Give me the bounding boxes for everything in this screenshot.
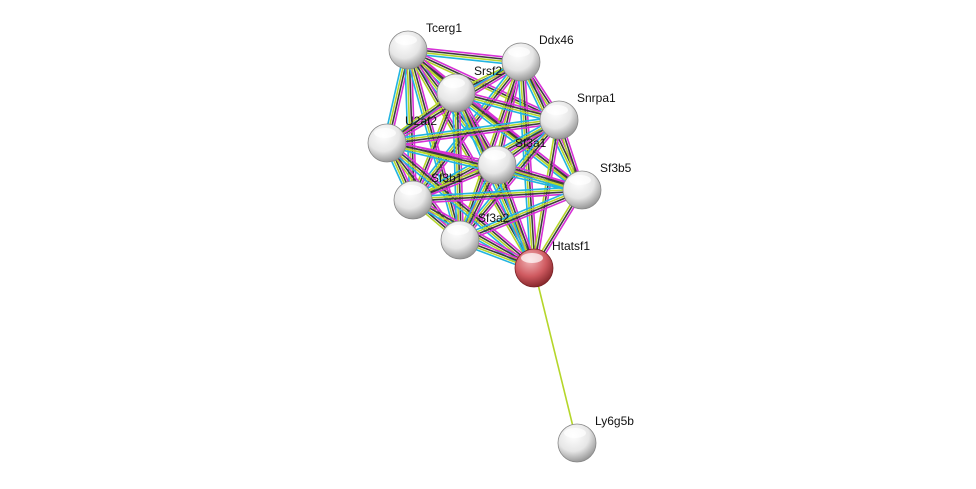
- node-sf3a2[interactable]: Sf3a2: [440, 211, 510, 260]
- edge-line: [454, 93, 582, 192]
- edge-line: [451, 93, 458, 241]
- edge-line: [533, 267, 578, 444]
- edge-line: [385, 143, 534, 270]
- edge-line: [387, 122, 560, 148]
- edge-line: [460, 190, 583, 242]
- edge-Sf3b5-Sf3b1[interactable]: [412, 185, 583, 205]
- edge-line: [456, 92, 462, 240]
- node-highlight: [546, 105, 568, 115]
- edge-line: [454, 93, 460, 241]
- edge-line: [388, 139, 537, 267]
- nodes-layer: Tcerg1Ddx46Srsf2Snrpa1U2af2Sf3a1Sf3b5Sf3…: [367, 21, 634, 463]
- node-highlight: [484, 150, 506, 160]
- edge-line: [407, 49, 560, 121]
- edge-line: [521, 61, 536, 268]
- node-sf3a1[interactable]: Sf3a1: [477, 136, 547, 185]
- node-label: Htatsf1: [552, 239, 590, 253]
- edge-line: [458, 186, 582, 238]
- edge-line: [516, 62, 532, 269]
- edge-line: [523, 61, 539, 268]
- node-ly6g5b[interactable]: Ly6g5b: [557, 414, 634, 463]
- node-highlight: [569, 175, 591, 185]
- node-highlight: [447, 225, 469, 235]
- node-label: Sf3a2: [478, 211, 510, 225]
- node-label: Snrpa1: [577, 91, 616, 105]
- node-label: Tcerg1: [426, 21, 462, 35]
- edge-line: [535, 120, 562, 269]
- edge-line: [412, 188, 582, 200]
- edge-line: [459, 188, 582, 240]
- node-ddx46[interactable]: Ddx46: [501, 33, 574, 82]
- edge-line: [413, 190, 583, 202]
- edge-Snrpa1-U2af2[interactable]: [386, 115, 560, 148]
- edge-line: [387, 141, 536, 268]
- edge-line: [404, 50, 458, 242]
- edge-line: [387, 120, 560, 145]
- node-srsf2[interactable]: Srsf2: [436, 64, 502, 113]
- node-highlight: [508, 47, 530, 57]
- node-highlight: [400, 185, 422, 195]
- edge-line: [386, 118, 559, 143]
- node-label: Srsf2: [474, 64, 502, 78]
- edge-line: [458, 92, 465, 240]
- node-label: Sf3b5: [600, 161, 632, 175]
- node-u2af2[interactable]: U2af2: [367, 114, 437, 163]
- node-label: Ddx46: [539, 33, 574, 47]
- edge-Htatsf1-Ly6g5b[interactable]: [533, 267, 578, 444]
- edge-line: [386, 115, 559, 141]
- node-tcerg1[interactable]: Tcerg1: [388, 21, 462, 70]
- node-htatsf1[interactable]: Htatsf1: [514, 239, 590, 288]
- node-highlight: [521, 253, 543, 263]
- node-sf3b1[interactable]: Sf3b1: [393, 171, 463, 220]
- edge-line: [412, 185, 582, 198]
- node-highlight: [395, 35, 417, 45]
- node-label: Sf3a1: [515, 136, 547, 150]
- edge-line: [413, 192, 583, 205]
- edge-Srsf2-Sf3a2[interactable]: [451, 92, 465, 241]
- node-sf3b5[interactable]: Sf3b5: [562, 161, 632, 210]
- node-snrpa1[interactable]: Snrpa1: [539, 91, 616, 140]
- node-label: Ly6g5b: [595, 414, 634, 428]
- node-highlight: [443, 78, 465, 88]
- node-highlight: [374, 128, 396, 138]
- node-label: U2af2: [405, 114, 437, 128]
- node-highlight: [564, 428, 586, 438]
- node-label: Sf3b1: [431, 171, 463, 185]
